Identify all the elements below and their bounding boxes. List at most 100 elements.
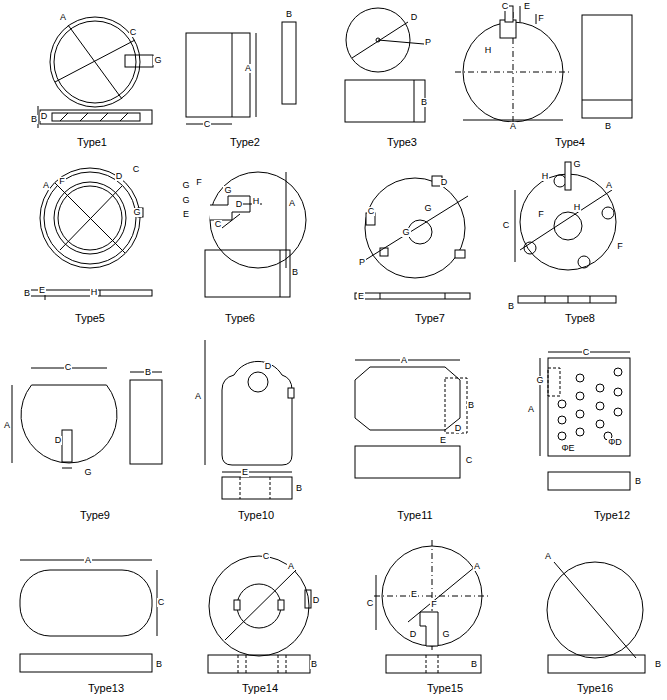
type7-drawing-line (445, 293, 446, 299)
type1-drawing-line (40, 110, 152, 124)
type13-drawing (20, 560, 157, 672)
type6-drawing-line (205, 250, 290, 297)
type2-drawing-line (232, 33, 233, 117)
type8-drawing-line (554, 175, 566, 187)
type6-drawing (205, 172, 306, 297)
type1-drawing (38, 17, 153, 128)
dimension-letter: A (527, 405, 535, 414)
type8-drawing-line (578, 256, 590, 268)
type-caption: Type1 (76, 137, 108, 148)
dimension-letter: ΦE (560, 444, 575, 453)
type9-drawing-line (12, 385, 13, 463)
dimension-letter: A (244, 64, 252, 73)
type15-drawing-line (420, 612, 438, 646)
dimension-letter: F (430, 600, 438, 609)
dimension-letter: C (582, 348, 591, 357)
dimension-letter: D (115, 172, 124, 181)
type11-drawing-line (355, 446, 460, 478)
dimension-letter: C (465, 456, 474, 465)
type1-drawing-line (68, 25, 122, 99)
type12-drawing-line (596, 420, 604, 428)
dimension-letter: B (144, 368, 152, 377)
dimension-letter: G (83, 468, 92, 477)
type14-drawing-line (238, 655, 239, 673)
type8-drawing-line (515, 190, 516, 262)
dimension-letter: D (40, 112, 49, 121)
type7-drawing-line (355, 293, 470, 299)
type16-drawing-line (554, 562, 636, 658)
type2-drawing-line (186, 33, 250, 117)
dimension-letter: E (357, 292, 365, 301)
dimension-letter: B (634, 477, 642, 486)
type1-drawing-line (120, 113, 128, 121)
type4-drawing-line (500, 20, 516, 38)
type14-drawing-line (286, 655, 287, 673)
type-caption: Type16 (576, 683, 614, 694)
type-caption: Type12 (593, 510, 631, 521)
type12-drawing-line (576, 428, 584, 436)
type1-drawing-line (60, 113, 68, 121)
type1-drawing-line (50, 17, 140, 107)
type12-drawing-line (576, 392, 584, 400)
type15-drawing-line (376, 575, 377, 630)
dimension-letter: C (366, 599, 375, 608)
dimension-letter: B (470, 660, 478, 669)
type15-drawing-line (408, 566, 476, 622)
type-caption: Type6 (224, 313, 256, 324)
dimension-letter: E (439, 436, 447, 445)
type6-drawing-line (222, 214, 240, 228)
type12-drawing-line (558, 416, 566, 424)
dimension-letter: ΦD (607, 438, 623, 447)
type5-drawing (30, 168, 152, 300)
dimension-letter: D (440, 178, 449, 187)
dimension-letter: E (241, 468, 249, 477)
type4-drawing-line (455, 72, 572, 73)
type7-drawing-line (365, 178, 465, 278)
type-caption: Type3 (386, 137, 418, 148)
dimension-letter: A (287, 562, 295, 571)
dimension-letter: E (182, 210, 190, 219)
dimension-letter: A (473, 562, 481, 571)
dimension-letter: H (252, 197, 261, 206)
dimension-letter: A (59, 13, 67, 22)
type9-drawing (12, 368, 162, 468)
type2-drawing (186, 22, 296, 124)
type5-drawing-line (100, 290, 101, 296)
dimension-letter: F (616, 242, 624, 251)
type10-drawing-line (248, 372, 268, 392)
dimension-letter: G (181, 196, 190, 205)
dimension-letter: B (285, 10, 293, 19)
type1-drawing-line (55, 40, 135, 82)
type5-drawing-line (54, 182, 126, 254)
dimension-letter: B (155, 660, 163, 669)
type3-drawing (345, 8, 425, 122)
type4-drawing-line (520, 6, 521, 22)
dimension-letter: H (484, 46, 493, 55)
type1-drawing-line (125, 55, 153, 67)
type7-drawing (355, 176, 470, 299)
type7-drawing-line (380, 248, 388, 256)
type4-drawing-line (463, 120, 563, 121)
dimension-letter: B (507, 302, 515, 311)
dimension-letter: G (423, 204, 432, 213)
type16-drawing-line (547, 562, 643, 658)
dimension-letter: A (605, 181, 613, 190)
type-caption: Type4 (554, 137, 586, 148)
type12-drawing-line (548, 358, 630, 456)
type10-drawing-line (288, 388, 294, 398)
dimension-letter: C (214, 220, 223, 229)
dimension-letter: C (157, 598, 166, 607)
type8-drawing-line (545, 296, 546, 303)
dimension-letter: A (3, 421, 11, 430)
dimension-letter: A (288, 199, 296, 208)
dimension-letter: C (502, 221, 511, 230)
type14-drawing-line (209, 556, 309, 656)
dimension-letter: F (58, 177, 66, 186)
dimension-letter: A (84, 556, 92, 565)
dimension-letter: G (401, 228, 410, 237)
type12-drawing-line (576, 410, 584, 418)
dimension-letter: C (262, 552, 271, 561)
dimension-letter: F (195, 178, 203, 187)
type9-drawing-line (62, 430, 72, 462)
